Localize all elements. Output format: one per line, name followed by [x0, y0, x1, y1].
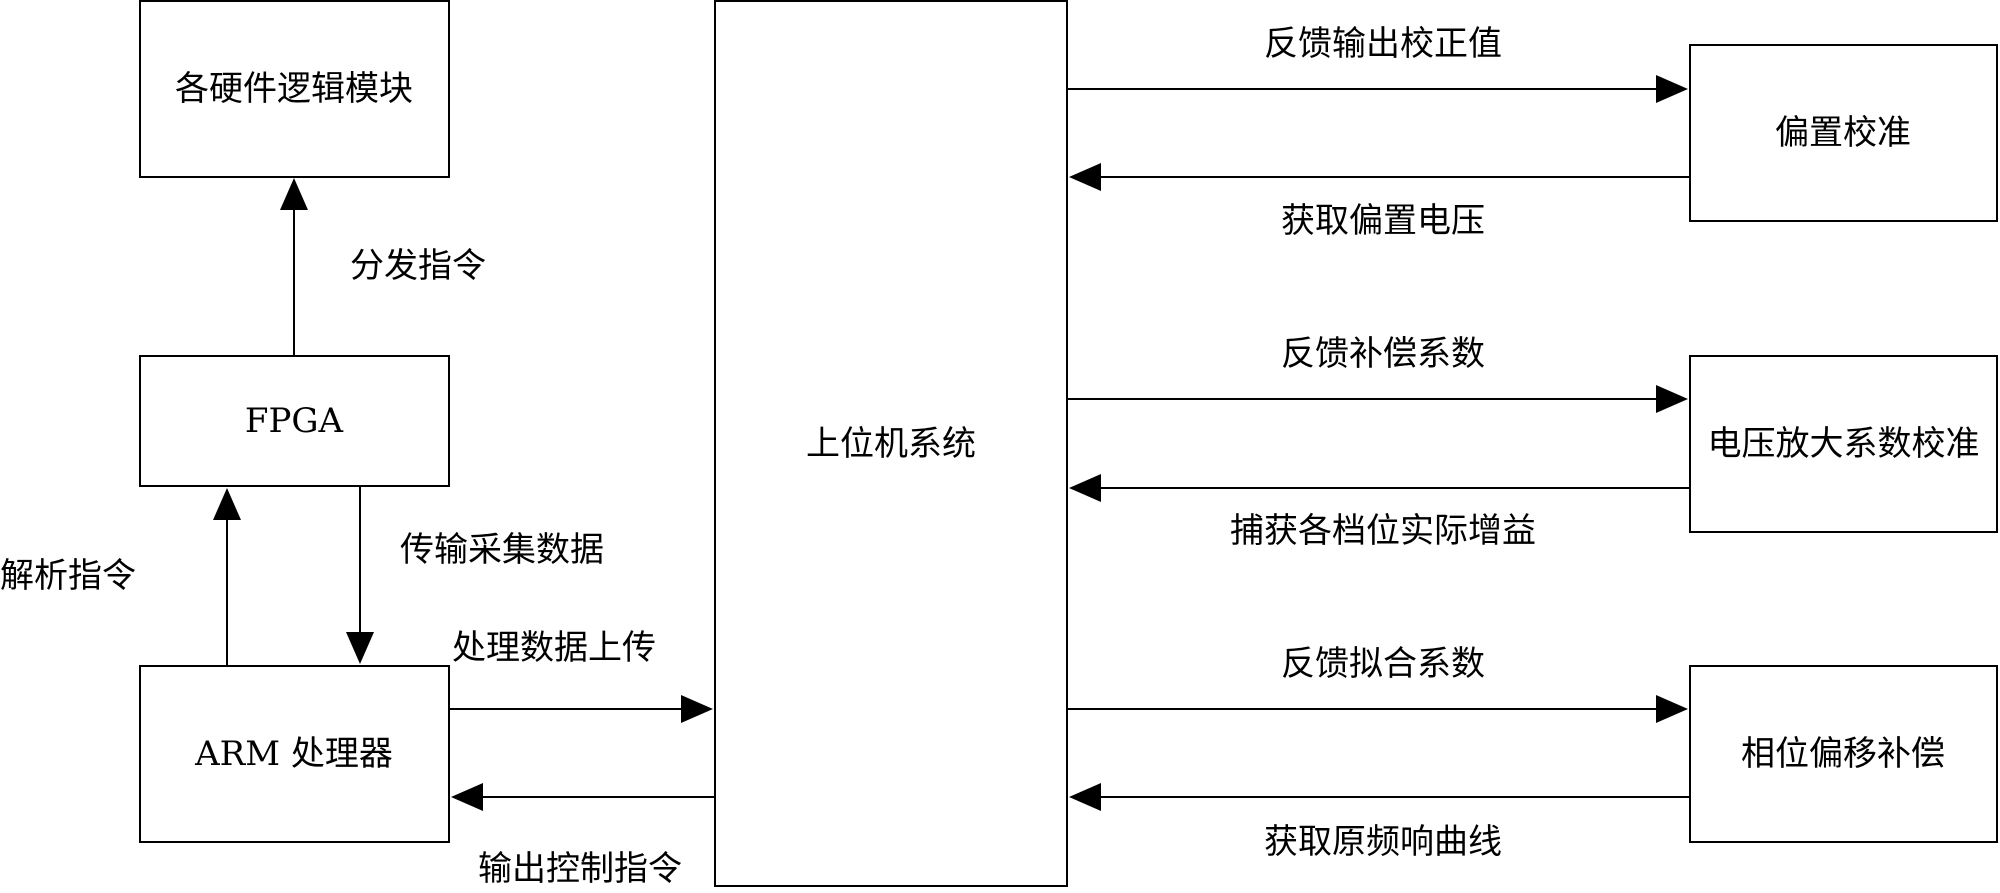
phase-out-arrowhead [1656, 695, 1688, 723]
bias-out-label: 反馈输出校正值 [1264, 24, 1502, 64]
gain-out-arrowhead [1656, 385, 1688, 413]
upload-arrowhead [681, 695, 713, 723]
bias-out-arrowhead [1656, 75, 1688, 103]
hardware-logic-label: 各硬件逻辑模块 [175, 69, 413, 109]
arm-processor-box [139, 665, 450, 843]
phase-in-arrowhead [1069, 783, 1101, 811]
gain-calibration-text: 电压放大系数校准 [1707, 424, 1980, 464]
bias-calibration-box [1689, 44, 1998, 222]
control-arrowhead [451, 783, 483, 811]
phase-in-label: 获取原频响曲线 [1264, 822, 1502, 862]
bias-in-label: 获取偏置电压 [1281, 201, 1485, 241]
bias-calibration-label: 偏置校准 [1775, 113, 1911, 153]
control-label: 输出控制指令 [478, 849, 682, 889]
gain-in-arrowhead [1069, 474, 1101, 502]
gain-in-label: 捕获各档位实际增益 [1230, 511, 1536, 551]
fpga-label: FPGA [244, 401, 344, 441]
parse-arrowhead [213, 488, 241, 520]
transfer-arrowhead [346, 632, 374, 664]
upload-label: 处理数据上传 [452, 628, 656, 668]
arm-processor-label: ARM 处理器 [195, 734, 393, 774]
host-system-label: 上位机系统 [806, 424, 976, 464]
gain-calibration-label: 电压放大系数校准 [1700, 356, 1987, 532]
phase-compensation-box [1689, 665, 1998, 843]
hardware-logic-box [139, 0, 450, 178]
gain-out-label: 反馈补偿系数 [1281, 334, 1485, 374]
dispatch-arrowhead [280, 178, 308, 210]
phase-out-label: 反馈拟合系数 [1281, 644, 1485, 684]
gain-calibration-box [1689, 355, 1998, 533]
host-system-box [714, 0, 1068, 887]
fpga-box [139, 355, 450, 487]
transfer-label: 传输采集数据 [400, 530, 604, 570]
phase-compensation-label: 相位偏移补偿 [1741, 734, 1945, 774]
bias-in-arrowhead [1069, 163, 1101, 191]
parse-label: 解析指令 [0, 556, 136, 596]
dispatch-label: 分发指令 [350, 246, 486, 286]
